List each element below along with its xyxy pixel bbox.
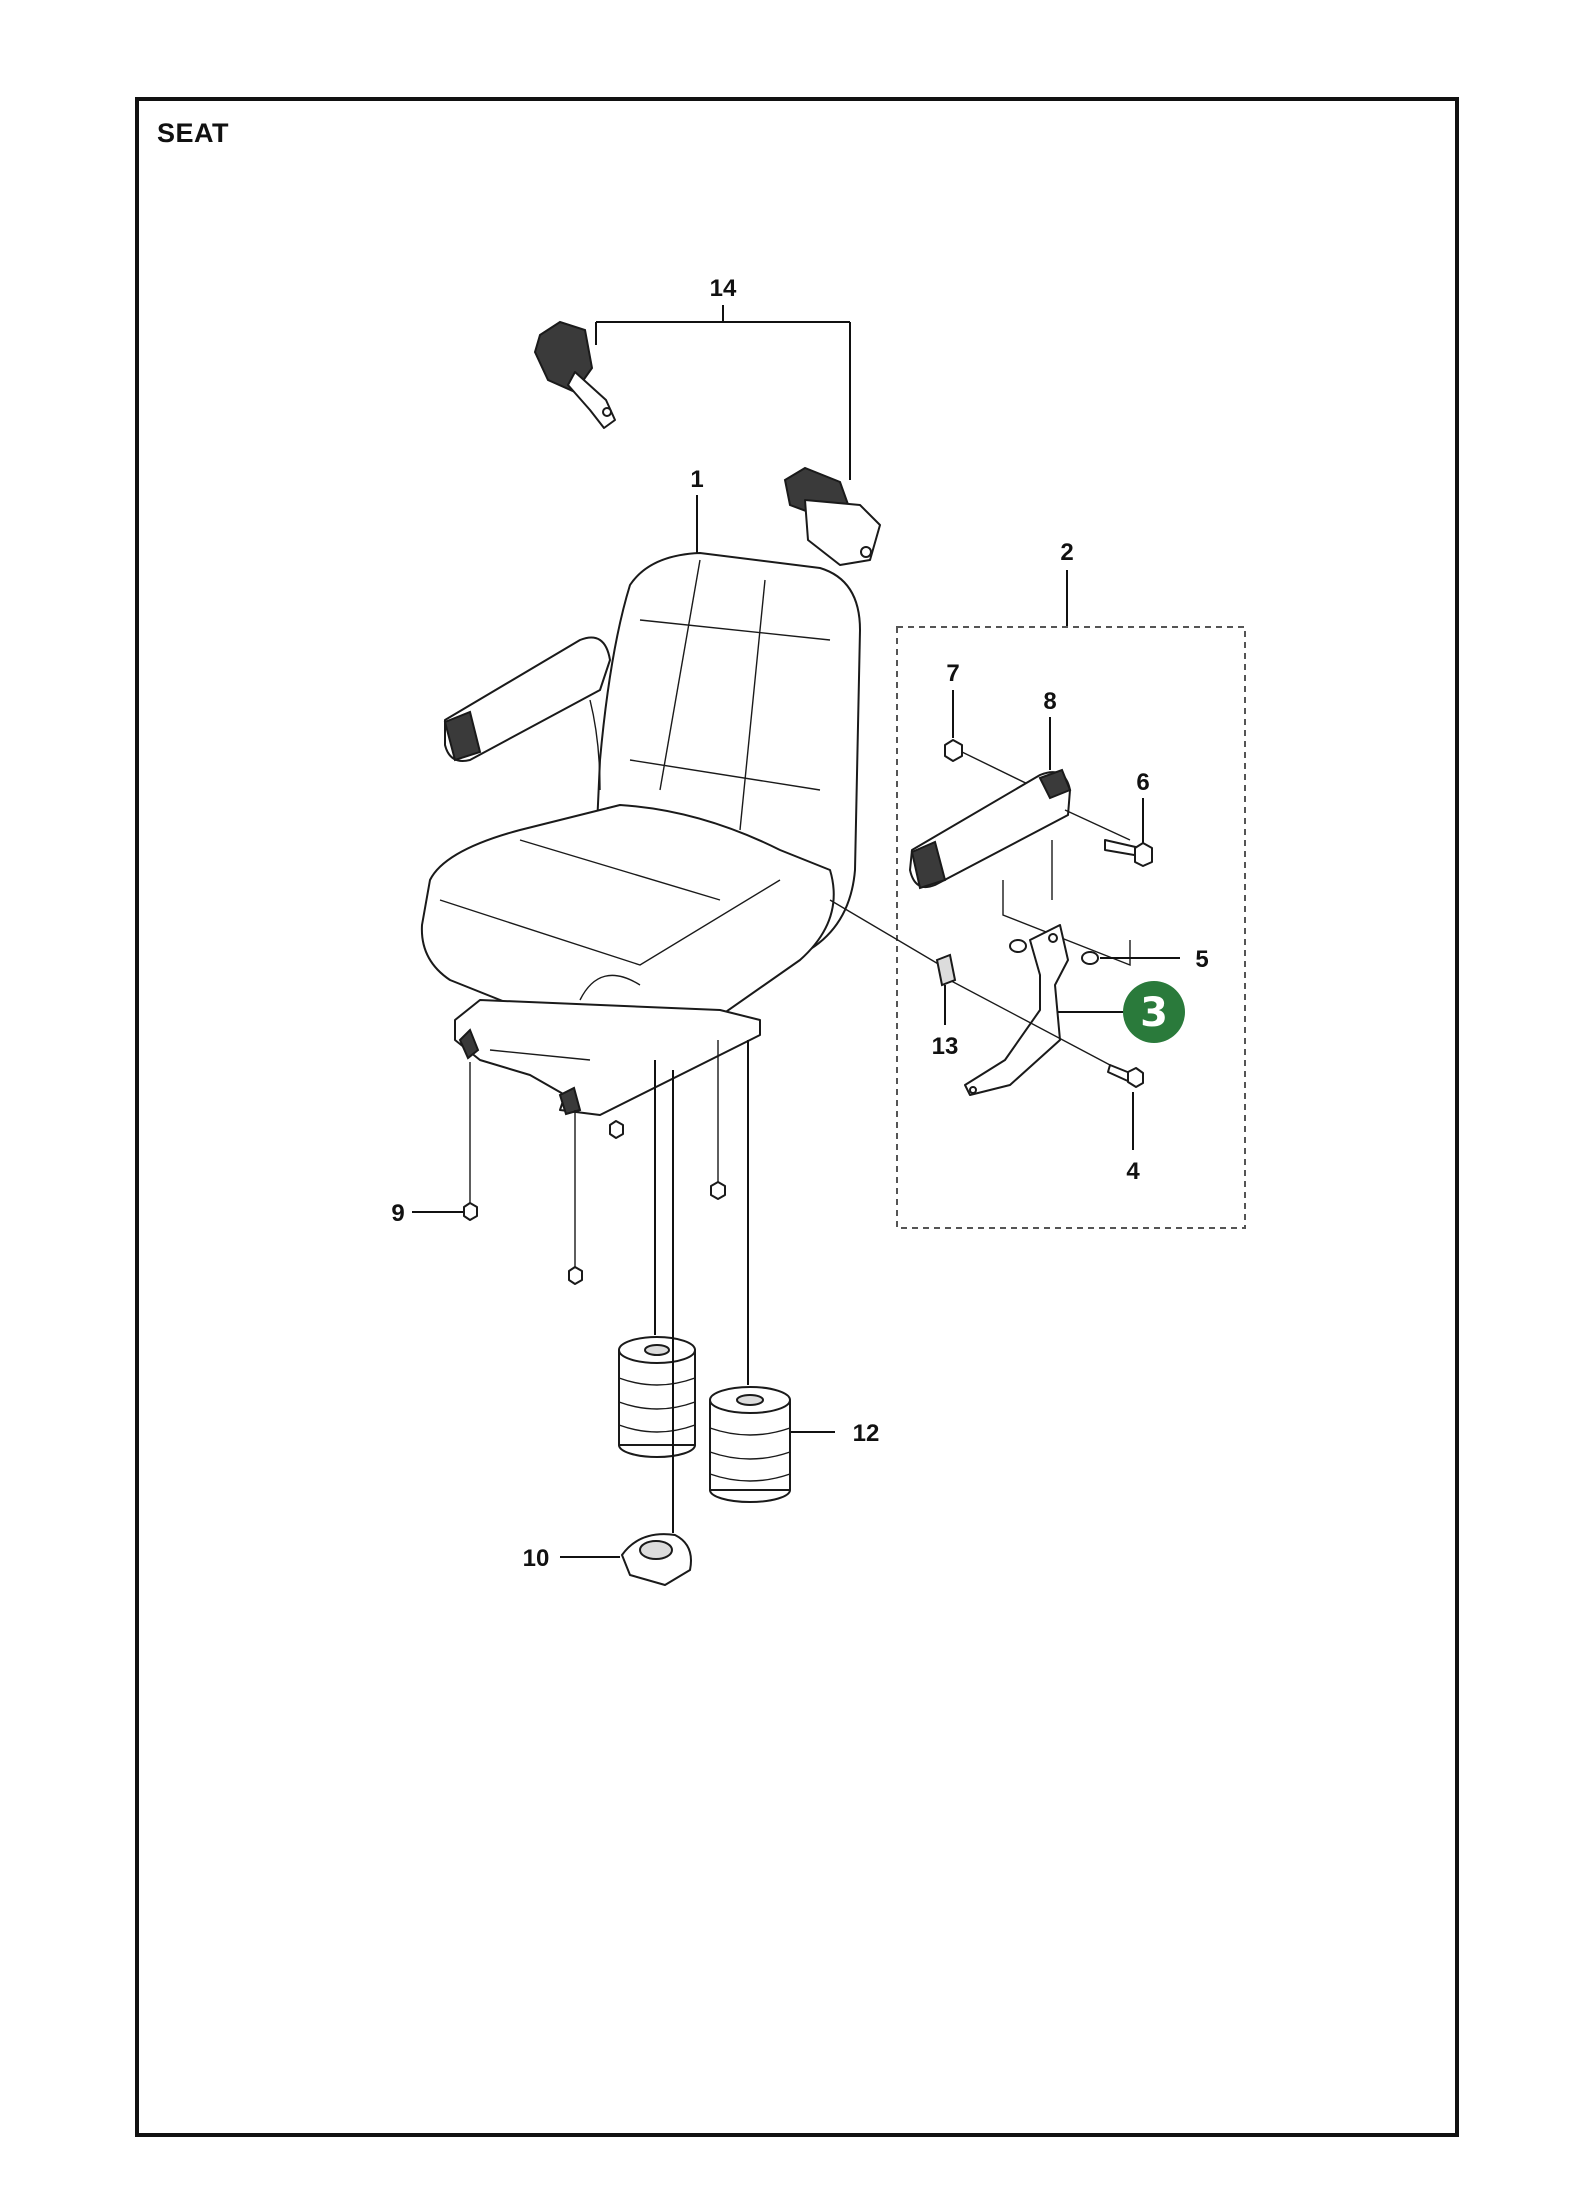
callout-9: 9	[391, 1200, 404, 1227]
diagram-frame	[135, 97, 1459, 2137]
callout-14: 14	[710, 275, 737, 302]
callout-13: 13	[932, 1033, 959, 1060]
highlight-badge-3[interactable]: 3	[1123, 981, 1185, 1043]
callout-12: 12	[853, 1420, 880, 1447]
callout-10: 10	[523, 1545, 550, 1572]
callout-2: 2	[1060, 539, 1073, 566]
callout-7: 7	[946, 660, 959, 687]
part-9-nut	[412, 1040, 726, 1285]
callout-1: 1	[690, 466, 703, 493]
part-14-seat-belt	[533, 305, 881, 566]
part-10-seat-switch	[560, 1070, 692, 1586]
part-2-armrest-kit	[829, 570, 1246, 1229]
part-1-seat	[420, 495, 861, 1116]
callout-5: 5	[1195, 946, 1208, 973]
callout-8: 8	[1043, 688, 1056, 715]
diagram-title: SEAT	[157, 118, 230, 148]
part-12-bellows	[618, 1040, 835, 1503]
callout-4: 4	[1126, 1158, 1140, 1185]
highlight-badge-label: 3	[1140, 990, 1168, 1036]
callout-6: 6	[1136, 769, 1149, 796]
